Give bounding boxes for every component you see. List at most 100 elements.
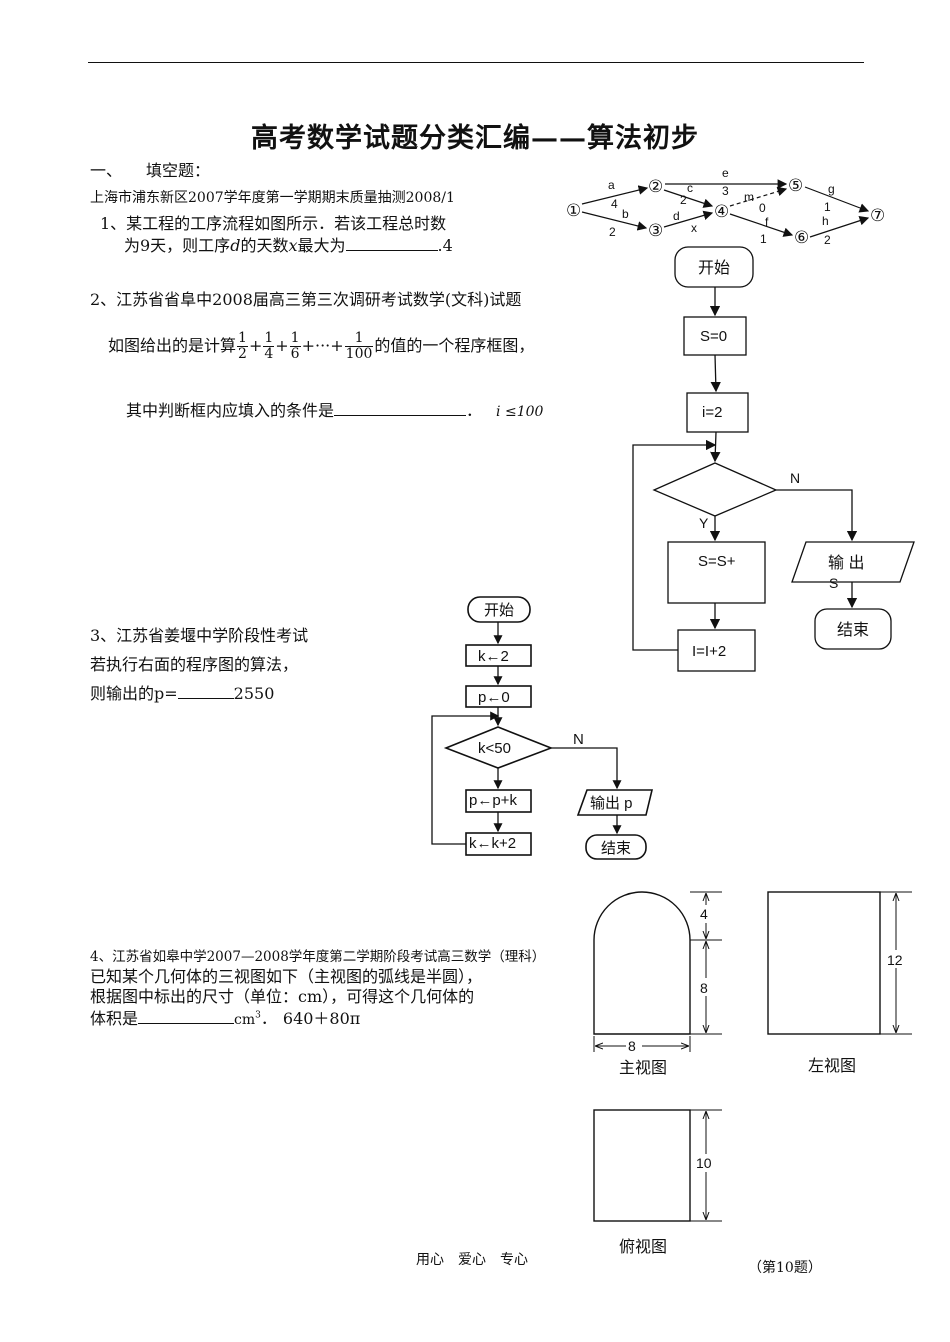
side-view-caption: 左视图 <box>808 1056 857 1075</box>
section-heading: 一、 填空题： <box>90 161 211 180</box>
q3-output-text: 输出 p <box>590 795 633 812</box>
top-view-caption: 俯视图 <box>619 1237 668 1256</box>
q2-update-box <box>667 541 766 604</box>
label-m: m <box>744 190 754 204</box>
q2-source: 2、江苏省省阜中2008届高三第三次调研考试数学(文科)试题 <box>90 290 522 309</box>
q4-line2: 根据图中标出的尺寸（单位：cm），可得这个几何体的 <box>90 987 475 1006</box>
q2-line2-text: 其中判断框内应填入的条件是 <box>126 401 335 420</box>
dim-10-label: 10 <box>696 1155 712 1171</box>
q2-line2-end: ． <box>466 401 483 420</box>
q2-line2: 其中判断框内应填入的条件是 ． i ≤100 <box>126 397 543 421</box>
q2-init-s-text: S=0 <box>700 328 727 345</box>
q2-output-parallelogram <box>791 541 915 583</box>
label-e-val: 3 <box>722 184 729 198</box>
label-f: f <box>765 215 769 229</box>
edge-g <box>804 186 870 213</box>
node-3: ③ <box>648 221 663 240</box>
q2-update-text: S=S+ <box>698 553 736 570</box>
ellipsis: +···+ <box>301 336 344 355</box>
q4-line1: 已知某个几何体的三视图如下（主视图的弧线是半圆）， <box>90 967 483 986</box>
label-c-val: 2 <box>680 193 687 207</box>
q3-line1: 3、江苏省姜堰中学阶段性考试 <box>90 626 309 645</box>
q2-end-text: 结束 <box>837 621 869 639</box>
q1-answer: .4 <box>437 236 453 255</box>
q3-flowchart: 开始 k←2 p←0 k<50 N p←p+k k←k+2 输出 p 结束 <box>431 596 654 860</box>
q4-three-views: 4 8 8 12 10 <box>593 891 912 1222</box>
label-f-val: 1 <box>760 232 767 246</box>
q1-var-x: x <box>288 236 298 255</box>
q2-init-i-text: i=2 <box>702 404 722 421</box>
label-h: h <box>822 214 829 228</box>
label-c: c <box>687 181 693 195</box>
q3-no-label: N <box>573 731 584 748</box>
dim-8-horizontal-label: 8 <box>628 1038 636 1054</box>
label-a: a <box>608 178 615 192</box>
q3-init-k-text: k←2 <box>478 648 509 665</box>
q4-source: 4、江苏省如皋中学2007—2008学年度第二学期阶段考试高三数学（理科） <box>90 949 546 965</box>
header-rule <box>88 62 864 63</box>
q2-incr-text: I=I+2 <box>692 643 726 660</box>
q3-start-text: 开始 <box>484 602 514 619</box>
node-6: ⑥ <box>794 228 809 247</box>
footer-motto: 用心 爱心 专心 <box>416 1252 528 1268</box>
q3-init-p-text: p←0 <box>478 689 510 706</box>
edge-h <box>809 216 870 238</box>
edge-b <box>581 211 648 231</box>
q4-line3-b: ． <box>260 1009 277 1028</box>
q4-answer-blank <box>138 1009 235 1024</box>
front-view-shape <box>593 891 691 1035</box>
dim-12-label: 12 <box>887 952 903 968</box>
node-1: ① <box>566 201 581 220</box>
q2-flowchart: 开始 S=0 i=2 N Y S=S+ 输 出 S 结束 I=I+2 <box>632 246 915 672</box>
label-d: d <box>673 209 680 223</box>
q2-output-text: 输 出 <box>828 554 864 572</box>
plus-sign: + <box>248 336 263 355</box>
q3-line3-text: 则输出的p= <box>90 684 178 703</box>
label-m-val: 0 <box>759 201 766 215</box>
dim-8-vertical-label: 8 <box>700 980 708 996</box>
node-4: ④ <box>714 202 729 221</box>
front-view-caption: 主视图 <box>619 1058 668 1077</box>
q2-output-var: S <box>829 575 838 591</box>
q2-init-i-box <box>686 392 749 433</box>
q2-line1-a: 如图给出的是计算 <box>108 336 237 355</box>
label-b-val: 2 <box>609 225 616 239</box>
q3-answer-blank <box>177 684 234 699</box>
dim-4-label: 4 <box>700 906 708 922</box>
edge-a <box>581 185 649 205</box>
label-g-val: 1 <box>824 200 831 214</box>
q1-line2-b: 的天数 <box>240 236 289 255</box>
q3-output-parallelogram <box>576 789 654 816</box>
label-d-val: x <box>691 221 697 235</box>
q2-answer-blank <box>334 401 467 416</box>
q2-start-node <box>674 246 754 288</box>
q3-line2: 若执行右面的程序图的算法， <box>90 655 299 674</box>
footer-question-note: （第10题） <box>748 1260 822 1276</box>
q3-line3: 则输出的p=2550 <box>90 680 274 704</box>
edge-c <box>663 189 714 208</box>
q3-update-p-text: p←p+k <box>469 792 517 809</box>
q4-unit: cm <box>234 1012 256 1028</box>
q1-line2-a: 为9天，则工序 <box>124 236 231 255</box>
label-g: g <box>828 182 835 196</box>
q2-no-label: N <box>790 470 800 486</box>
top-view-shape <box>593 1109 691 1222</box>
node-5: ⑤ <box>788 176 803 195</box>
edge-m <box>729 186 788 207</box>
label-h-val: 2 <box>824 233 831 247</box>
q1-source: 上海市浦东新区2007学年度第一学期期末质量抽测2008/1 <box>90 190 455 206</box>
node-2: ② <box>648 177 663 196</box>
q3-cond-text: k<50 <box>478 740 511 757</box>
q1-line2: 为9天，则工序d的天数x最大为.4 <box>124 232 453 256</box>
page-title: 高考数学试题分类汇编——算法初步 <box>251 123 699 154</box>
q3-update-k-text: k←k+2 <box>469 835 516 852</box>
label-e: e <box>722 166 729 180</box>
q2-start-text: 开始 <box>698 259 730 277</box>
q2-line1-b: 的值的一个程序框图， <box>374 336 535 355</box>
q2-answer: i ≤100 <box>496 404 544 420</box>
q2-yes-label: Y <box>699 515 709 531</box>
